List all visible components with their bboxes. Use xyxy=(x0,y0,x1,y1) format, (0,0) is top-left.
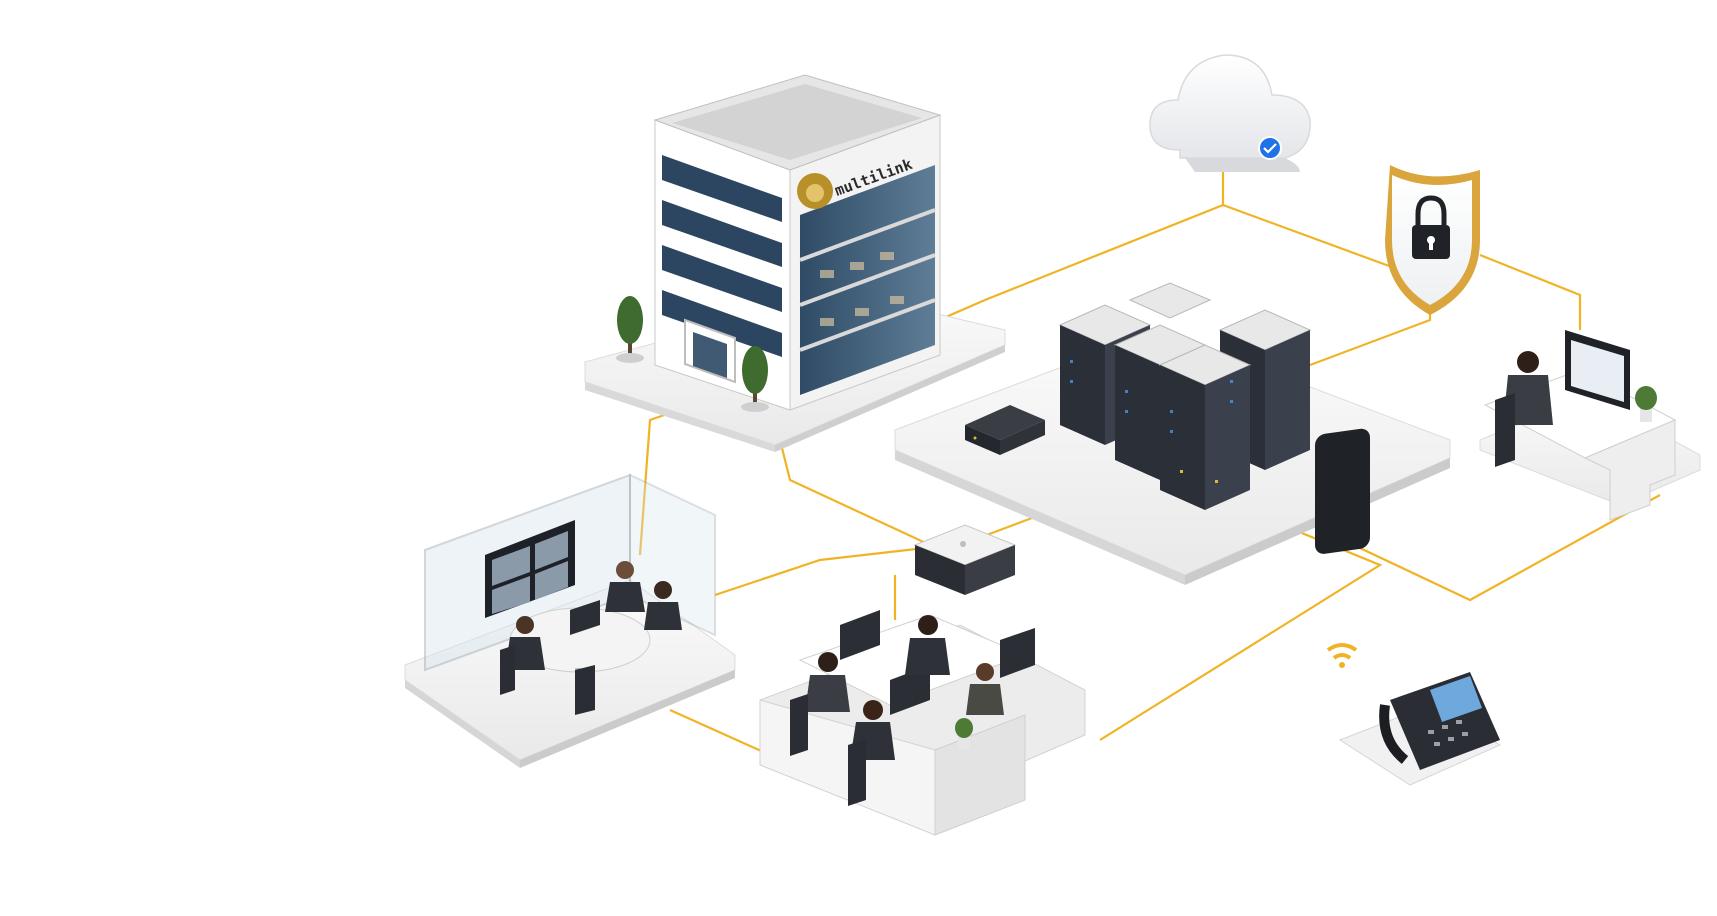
voice-devices-node[interactable] xyxy=(1315,427,1502,786)
link-meeting-to-office xyxy=(669,708,771,757)
person-icon xyxy=(966,663,1004,715)
link-cloud-to-shield xyxy=(1222,203,1401,272)
server-rack-icon xyxy=(1158,344,1252,510)
chair-icon xyxy=(790,694,866,806)
router-icon[interactable] xyxy=(965,405,1045,455)
check-badge-icon xyxy=(1258,136,1282,160)
chair-icon xyxy=(1495,393,1515,467)
switch-icon[interactable] xyxy=(913,524,1017,595)
cloud-icon xyxy=(1149,54,1311,159)
link-switch-to-meeting xyxy=(714,546,926,597)
server-rack-group xyxy=(1058,282,1312,510)
desk-phone-icon xyxy=(1379,672,1500,770)
monitor-icon xyxy=(840,610,1035,715)
person-icon xyxy=(644,581,682,630)
left-window-rows xyxy=(662,155,782,357)
meeting-room-node[interactable] xyxy=(404,473,736,768)
link-hq-to-switch xyxy=(778,439,931,546)
open-office-node[interactable] xyxy=(759,610,1086,836)
plant-icon xyxy=(1635,386,1657,422)
wifi-icon xyxy=(1326,643,1358,660)
laptop-icon xyxy=(570,600,600,635)
person-icon xyxy=(805,652,850,712)
monitor-icon xyxy=(1565,330,1630,410)
link-datacenter-to-phones xyxy=(1099,518,1383,741)
chair-icon xyxy=(500,645,595,715)
person-icon xyxy=(1503,351,1553,425)
remote-worker-node[interactable] xyxy=(1479,330,1701,521)
headquarters-node[interactable]: multilink xyxy=(584,74,1006,452)
server-rack-icon xyxy=(1128,282,1212,319)
tree-icon xyxy=(616,296,644,363)
cloud-node[interactable] xyxy=(1149,54,1311,172)
smartphone-icon xyxy=(1315,428,1370,554)
tree-icon xyxy=(741,346,769,412)
plant-icon xyxy=(955,718,973,749)
person-icon xyxy=(905,615,950,675)
video-conference-icon xyxy=(485,520,575,618)
security-node[interactable] xyxy=(1385,165,1480,315)
link-shield-to-remote xyxy=(1479,253,1582,330)
person-icon xyxy=(605,561,645,612)
